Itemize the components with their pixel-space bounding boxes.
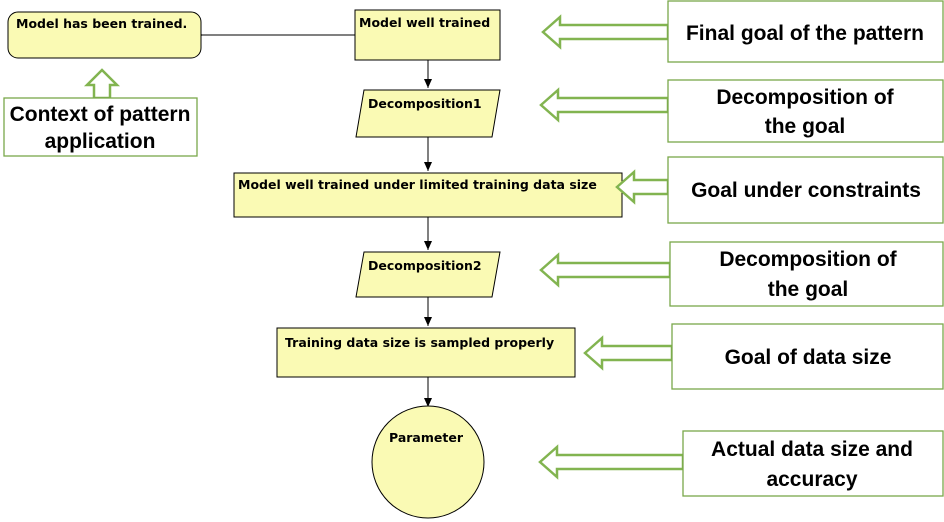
context-node-label: Model has been trained.	[16, 16, 187, 31]
callout-decomposition1: Decomposition of the goal	[667, 79, 944, 143]
goal-node-label: Model well trained	[359, 15, 490, 30]
callout-decomposition2-line2: the goal	[768, 278, 849, 301]
callout-decomposition2: Decomposition of the goal	[669, 241, 944, 307]
actual-arrow-icon	[538, 444, 685, 480]
goal-node: Model well trained	[354, 9, 501, 61]
constrained-goal-label: Model well trained under limited trainin…	[238, 177, 597, 192]
callout-decomposition1-line1: Decomposition of	[716, 86, 894, 109]
callout-goal-data-size-text: Goal of data size	[725, 346, 892, 369]
callout-goal-constraints-text: Goal under constraints	[691, 179, 921, 202]
callout-decomposition1-line2: the goal	[765, 115, 846, 138]
callout-goal-data-size: Goal of data size	[671, 323, 944, 390]
callout-actual: Actual data size and accuracy	[682, 430, 944, 497]
decomposition1-label: Decomposition1	[368, 96, 482, 111]
decomposition2-node: Decomposition2	[355, 251, 501, 298]
callout-decomposition2-line1: Decomposition of	[719, 248, 897, 271]
decomposition1-node: Decomposition1	[355, 89, 501, 138]
goal-constraints-arrow-icon	[615, 169, 670, 205]
parameter-node: Parameter	[371, 405, 485, 519]
constrained-goal-node: Model well trained under limited trainin…	[233, 172, 623, 218]
final-goal-arrow-icon	[541, 14, 670, 50]
decomposition2-label: Decomposition2	[368, 258, 482, 273]
context-node: Model has been trained.	[7, 11, 202, 59]
decomposition2-arrow-icon	[539, 252, 672, 288]
callout-final-goal: Final goal of the pattern	[667, 0, 944, 63]
callout-context-line2: application	[45, 130, 156, 153]
callout-actual-line2: accuracy	[766, 468, 857, 491]
callout-actual-line1: Actual data size and	[711, 438, 913, 461]
context-arrow-icon	[83, 68, 121, 100]
data-size-goal-label: Training data size is sampled properly	[285, 335, 554, 350]
callout-context-line1: Context of pattern	[10, 103, 191, 126]
goal-data-size-arrow-icon	[583, 335, 674, 371]
callout-goal-constraints: Goal under constraints	[667, 156, 944, 224]
data-size-goal-node: Training data size is sampled properly	[276, 327, 576, 378]
decomposition1-arrow-icon	[539, 87, 670, 123]
callout-context: Context of pattern application	[3, 97, 198, 157]
parameter-label: Parameter	[389, 430, 464, 445]
callout-final-goal-text: Final goal of the pattern	[686, 22, 924, 45]
